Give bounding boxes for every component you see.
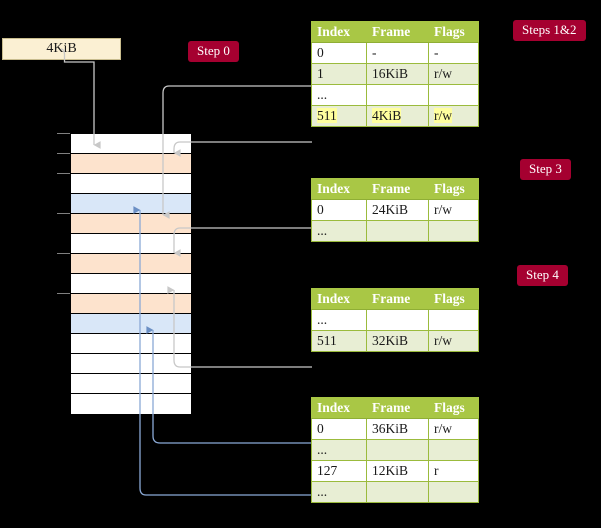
table-row: ...	[311, 481, 479, 503]
cell-index: 511	[311, 105, 367, 127]
highlighted-value: 511	[317, 108, 337, 123]
column-header-index: Index	[311, 178, 367, 200]
frame-tick-mark	[57, 213, 70, 214]
cell-index: ...	[311, 309, 367, 331]
cell-flags: -	[428, 42, 479, 64]
cell-frame	[366, 481, 429, 503]
frame-tick-mark	[57, 253, 70, 254]
cell-flags	[428, 481, 479, 503]
column-header-frame: Frame	[366, 397, 429, 419]
column-header-frame: Frame	[366, 21, 429, 43]
memory-frame-row	[71, 394, 191, 414]
cell-index: 127	[311, 460, 367, 482]
column-header-index: Index	[311, 21, 367, 43]
cell-flags: r/w	[428, 418, 479, 440]
frame-tick-mark	[57, 153, 70, 154]
cell-frame: 32KiB	[366, 330, 429, 352]
table-row: 0--	[311, 42, 479, 64]
memory-frame-row	[71, 314, 191, 334]
cell-flags: r/w	[428, 330, 479, 352]
cell-flags: r/w	[428, 199, 479, 221]
memory-frame-row	[71, 174, 191, 194]
memory-frame-row	[71, 374, 191, 394]
cell-flags: r/w	[428, 63, 479, 85]
table-row: ...	[311, 220, 479, 242]
cell-index: ...	[311, 439, 367, 461]
memory-frame-row	[71, 294, 191, 314]
cell-frame: 16KiB	[366, 63, 429, 85]
column-header-index: Index	[311, 288, 367, 310]
cell-index: ...	[311, 481, 367, 503]
column-header-frame: Frame	[366, 178, 429, 200]
cell-index: 511	[311, 330, 367, 352]
cell-flags	[428, 220, 479, 242]
cell-index: 0	[311, 42, 367, 64]
column-header-flags: Flags	[428, 21, 479, 43]
column-header-flags: Flags	[428, 178, 479, 200]
cell-frame: 36KiB	[366, 418, 429, 440]
highlighted-value: r/w	[434, 108, 452, 123]
cell-frame	[366, 220, 429, 242]
source-frame-label: 4KiB	[46, 41, 77, 56]
cell-flags	[428, 309, 479, 331]
table-row: ...	[311, 309, 479, 331]
column-header-flags: Flags	[428, 397, 479, 419]
cell-frame: 4KiB	[366, 105, 429, 127]
memory-frame-row	[71, 354, 191, 374]
cell-index: ...	[311, 220, 367, 242]
memory-frame-row	[71, 154, 191, 174]
table-row: 511 4KiB r/w	[311, 105, 479, 127]
column-header-frame: Frame	[366, 288, 429, 310]
badge-step-3: Step 3	[520, 159, 571, 181]
memory-frame-row	[71, 234, 191, 254]
memory-frame-row	[71, 214, 191, 234]
table-row: ...	[311, 84, 479, 106]
highlighted-value: 4KiB	[372, 108, 402, 123]
badge-step-0: Step 0	[188, 41, 239, 63]
source-frame-box: 4KiB	[2, 38, 121, 60]
cell-flags	[428, 84, 479, 106]
memory-frame-row	[71, 334, 191, 354]
memory-frame-row	[71, 274, 191, 294]
column-header-index: Index	[311, 397, 367, 419]
cell-index: ...	[311, 84, 367, 106]
physical-memory-frames	[70, 133, 191, 414]
memory-frame-row	[71, 254, 191, 274]
memory-frame-row	[71, 194, 191, 214]
cell-index: 0	[311, 199, 367, 221]
cell-frame	[366, 439, 429, 461]
cell-flags: r	[428, 460, 479, 482]
memory-frame-row	[71, 134, 191, 154]
cell-index: 0	[311, 418, 367, 440]
cell-flags: r/w	[428, 105, 479, 127]
cell-frame	[366, 309, 429, 331]
cell-frame: -	[366, 42, 429, 64]
frame-tick-mark	[57, 293, 70, 294]
table-row: ...	[311, 439, 479, 461]
frame-tick-mark	[57, 133, 70, 134]
cell-frame: 12KiB	[366, 460, 429, 482]
cell-index: 1	[311, 63, 367, 85]
badge-step-4: Step 4	[517, 265, 568, 287]
frame-tick-mark	[57, 173, 70, 174]
column-header-flags: Flags	[428, 288, 479, 310]
badge-steps-1-2: Steps 1&2	[513, 20, 586, 42]
cell-flags	[428, 439, 479, 461]
cell-frame	[366, 84, 429, 106]
cell-frame: 24KiB	[366, 199, 429, 221]
